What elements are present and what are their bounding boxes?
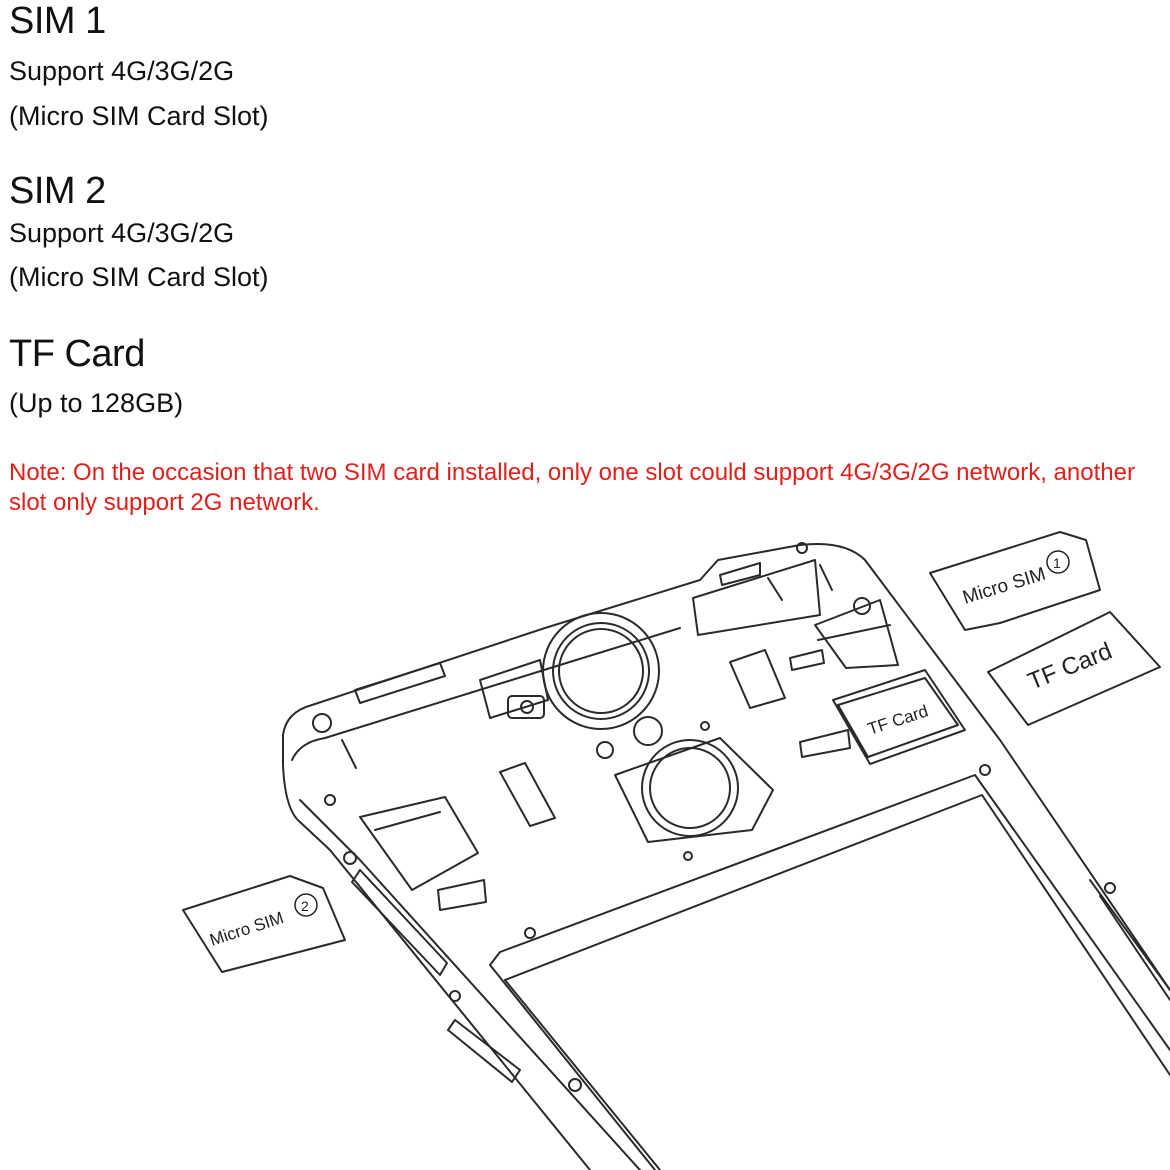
tf-slot-icon <box>799 729 851 758</box>
sim-number-2-badge <box>294 893 318 917</box>
micro-sim-1-card: Micro SIM 1 <box>929 531 1101 631</box>
phone-frame-outline <box>282 543 1170 991</box>
sim1-title: SIM 1 <box>9 0 106 42</box>
side-button-volume <box>351 869 448 976</box>
side-button-power <box>447 1019 521 1083</box>
tf-card-title: TF Card <box>9 333 145 375</box>
phone-frame-edge <box>282 764 591 1170</box>
sim-number-1-text: 1 <box>1053 555 1061 571</box>
sensor-icon <box>596 741 614 759</box>
tf-card-capacity-text: (Up to 128GB) <box>9 388 184 418</box>
sim2-slot-text: (Micro SIM Card Slot) <box>9 262 269 292</box>
camera-icon <box>507 695 545 719</box>
sim-number-1-badge <box>1046 550 1070 574</box>
sim2-title: SIM 2 <box>9 170 106 212</box>
rear-camera-outer <box>542 612 660 730</box>
screen-cavity <box>489 774 1170 1051</box>
note-text: Note: On the occasion that two SIM card … <box>9 459 1135 516</box>
flash-icon <box>633 716 663 746</box>
sim2-slot-icon <box>437 879 487 911</box>
sim1-slot-text: (Micro SIM Card Slot) <box>9 101 269 131</box>
tf-card: TF Card <box>987 611 1161 726</box>
fingerprint-module <box>614 737 774 843</box>
sim1-slot <box>814 599 899 669</box>
sim-number-2-text: 2 <box>301 898 309 914</box>
sim1-slot-icon <box>789 649 825 671</box>
sim1-support-text: Support 4G/3G/2G <box>9 56 235 86</box>
sim2-slot <box>359 796 479 891</box>
top-cutout <box>692 559 821 636</box>
rear-camera-inner <box>552 622 650 720</box>
sim2-support-text: Support 4G/3G/2G <box>9 218 235 248</box>
tf-card-in-slot: TF Card <box>837 677 959 758</box>
micro-sim-2-card: Micro SIM 2 <box>182 875 346 973</box>
tf-slot <box>832 669 966 765</box>
